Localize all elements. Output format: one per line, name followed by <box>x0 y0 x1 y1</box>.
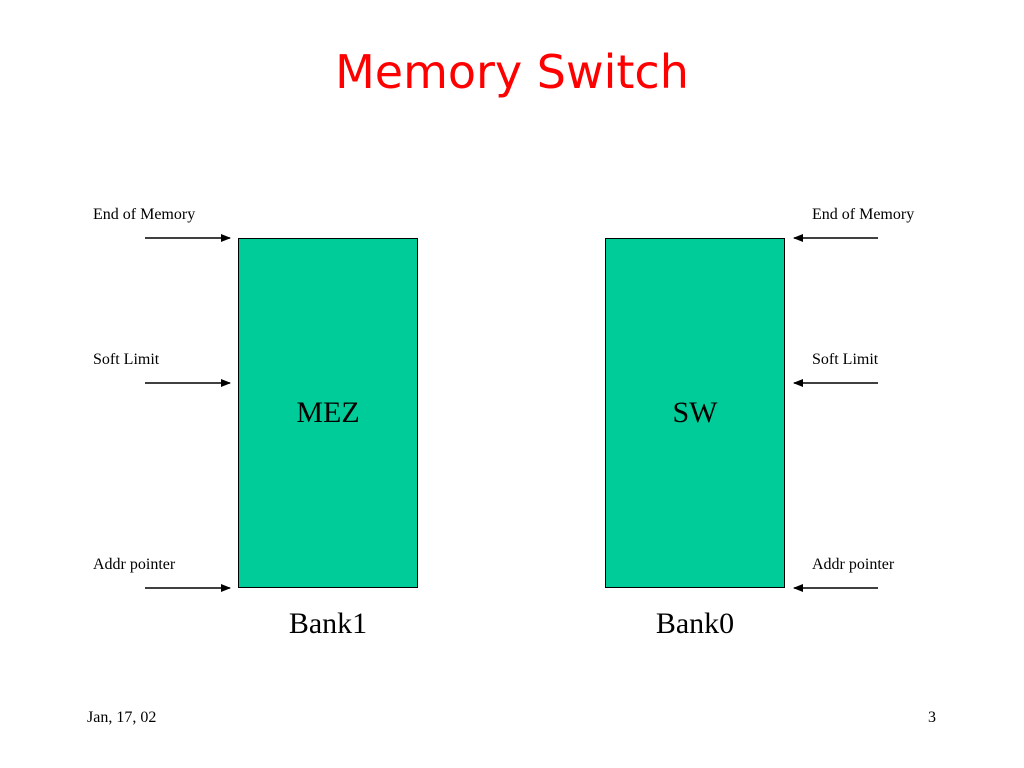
bank1-end-of-memory-label: End of Memory <box>93 206 196 223</box>
page-number: 3 <box>928 709 936 726</box>
bank1-addr-pointer-label: Addr pointer <box>93 556 176 573</box>
bank0-name: Bank0 <box>655 607 735 640</box>
slide-title: Memory Switch <box>335 45 689 99</box>
bank0-soft-limit-label: Soft Limit <box>812 351 879 368</box>
bank0-memory-block: SW <box>605 238 785 588</box>
bank0-box-label: SW <box>672 396 718 429</box>
bank0-end-of-memory-label: End of Memory <box>812 206 915 223</box>
footer-date: Jan, 17, 02 <box>87 709 157 726</box>
bank0-addr-pointer-label: Addr pointer <box>812 556 895 573</box>
bank1-box-label: MEZ <box>296 396 360 429</box>
bank1-name: Bank1 <box>288 607 368 640</box>
bank1-soft-limit-label: Soft Limit <box>93 351 160 368</box>
bank1-memory-block: MEZ <box>238 238 418 588</box>
